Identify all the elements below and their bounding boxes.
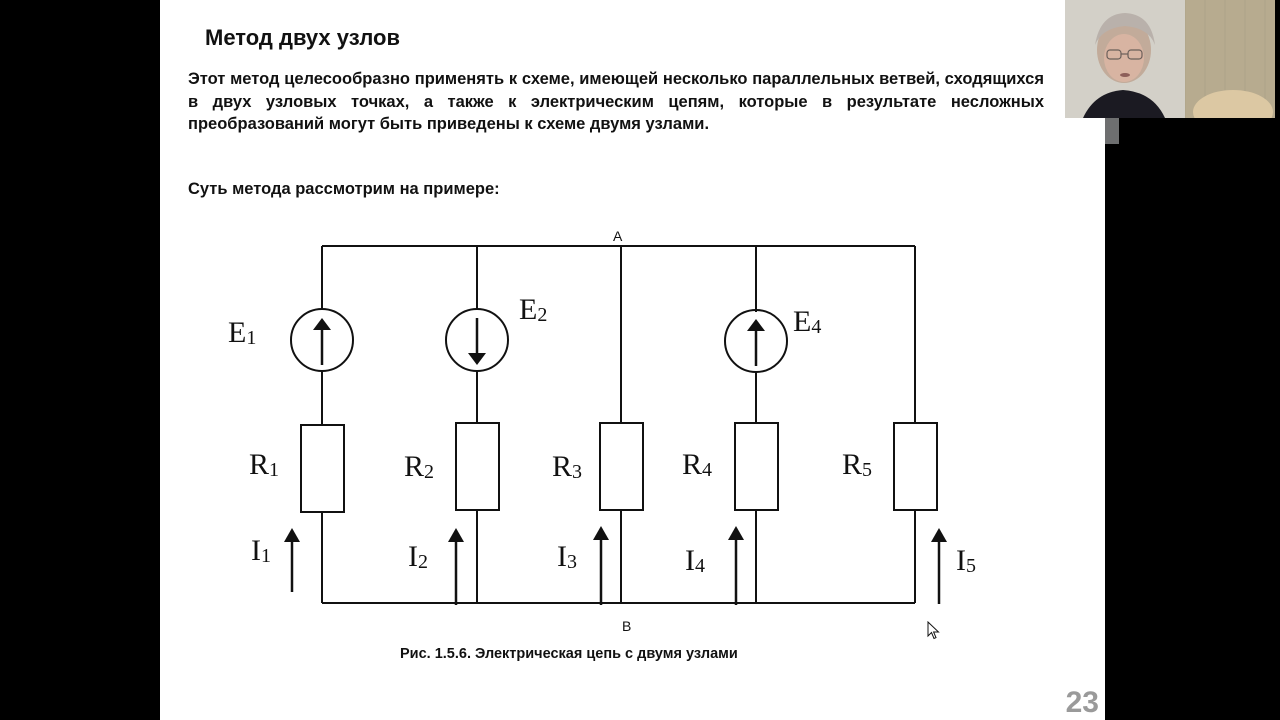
label-i3: I3 <box>557 540 577 573</box>
resistor-r3 <box>599 422 644 511</box>
label-e4: E4 <box>793 305 821 338</box>
example-line: Суть метода рассмотрим на примере: <box>188 180 500 198</box>
resistor-r1 <box>300 424 345 513</box>
figure-caption: Рис. 1.5.6. Электрическая цепь с двумя у… <box>400 646 738 662</box>
webcam-edge <box>1105 118 1119 144</box>
node-label-b: B <box>622 618 631 634</box>
label-i4: I4 <box>685 544 705 577</box>
label-e1: E1 <box>228 316 256 349</box>
label-r4: R4 <box>682 448 712 481</box>
branch-1 <box>290 246 354 603</box>
slide-title: Метод двух узлов <box>205 25 401 50</box>
branch-4 <box>724 246 788 603</box>
presenter-photo <box>1065 0 1275 118</box>
current-arrows <box>290 538 941 605</box>
resistor-r4 <box>734 422 779 511</box>
presenter-webcam <box>1065 0 1275 118</box>
branch-3 <box>599 246 644 603</box>
resistor-r2 <box>455 422 500 511</box>
label-i1: I1 <box>251 534 271 567</box>
circuit-diagram: A B E1 E2 E4 R1 R2 R3 R4 R5 I1 I2 I3 I4 … <box>228 228 976 634</box>
label-e2: E2 <box>519 293 547 326</box>
node-label-a: A <box>613 228 623 244</box>
page-number: 23 <box>1065 686 1099 719</box>
slide: Метод двух узлов Этот метод целесообразн… <box>160 0 1105 720</box>
label-i2: I2 <box>408 540 428 573</box>
label-r3: R3 <box>552 450 582 483</box>
label-r1: R1 <box>249 448 279 481</box>
branch-2 <box>445 246 509 603</box>
label-i5: I5 <box>956 544 976 577</box>
label-r5: R5 <box>842 448 872 481</box>
slide-paragraph: Этот метод целесообразно применять к схе… <box>188 70 1044 133</box>
branch-5 <box>893 246 938 603</box>
resistor-r5 <box>893 422 938 511</box>
mouse-cursor-icon <box>927 621 940 640</box>
label-r2: R2 <box>404 450 434 483</box>
